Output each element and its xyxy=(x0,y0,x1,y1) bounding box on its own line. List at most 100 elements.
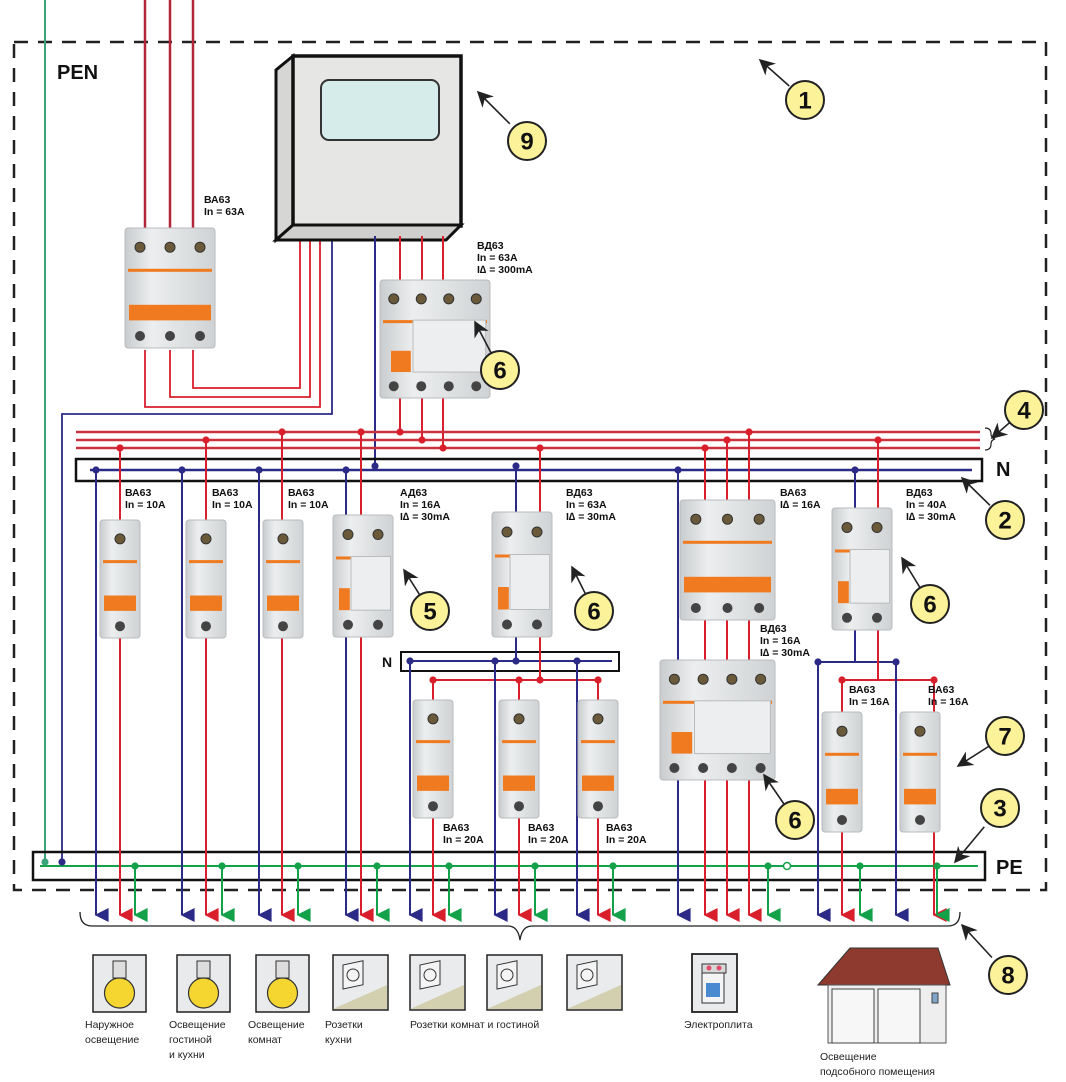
input-breaker-model: ВА63 xyxy=(204,194,230,206)
terminal-screw xyxy=(841,522,853,534)
terminal-screw xyxy=(698,763,709,773)
terminal-screw xyxy=(871,522,883,534)
s3-model: ВА63 xyxy=(606,822,632,834)
terminal-screw xyxy=(135,331,145,341)
junction-dot xyxy=(701,444,709,452)
rcd-sockets-leakage: I∆ = 30mA xyxy=(566,511,616,523)
load-5: Розетки комнат и гостиной xyxy=(409,954,539,1031)
junction-dots xyxy=(41,428,941,871)
terminal-screw xyxy=(513,713,525,725)
terminal-screw xyxy=(343,619,353,630)
terminal-screw xyxy=(114,533,126,545)
terminal-screw xyxy=(754,603,765,613)
stove-rcd-rating: In = 16A xyxy=(760,635,801,647)
toggle-handle xyxy=(190,595,222,611)
rcd-panel xyxy=(694,700,771,755)
junction-dot xyxy=(536,676,544,684)
junction-dot xyxy=(131,862,139,870)
toggle-handle xyxy=(417,775,449,791)
socket-icon xyxy=(486,954,543,1011)
callout-number: 6 xyxy=(587,599,600,626)
b2-model: ВА63 xyxy=(212,487,238,499)
junction-dot xyxy=(512,657,520,665)
toggle-handle xyxy=(267,595,299,611)
main-rcd-model: ВД63 xyxy=(477,240,504,252)
s1-model: ВА63 xyxy=(443,822,469,834)
rcd-shed-leakage: I∆ = 30mA xyxy=(906,511,956,523)
b2-rating: In = 10A xyxy=(212,499,253,511)
stove-rcd-leakage: I∆ = 30mA xyxy=(760,647,810,659)
callout-number: 3 xyxy=(993,796,1006,823)
callout-8: 8 xyxy=(960,923,1028,995)
floor xyxy=(410,985,464,1009)
input-breaker-ba63-63a xyxy=(124,227,216,349)
terminal-screw xyxy=(690,513,702,525)
terminal-screw xyxy=(722,513,733,525)
load-label: Освещение xyxy=(248,1019,305,1031)
terminal-screw xyxy=(115,621,125,632)
callout-number: 2 xyxy=(998,508,1011,535)
callout-arrow xyxy=(960,476,991,506)
terminal-screw xyxy=(443,293,455,305)
terminal-screw xyxy=(842,612,852,623)
callout-circle xyxy=(988,955,1028,995)
rcd-shed-vd63 xyxy=(831,507,893,631)
callout-arrow xyxy=(901,556,921,589)
device-labels: ВА63 In = 63A ВД63 In = 63A I∆ = 300mA В… xyxy=(125,194,969,846)
label-strip xyxy=(416,740,450,744)
callout-number: 6 xyxy=(788,808,801,835)
light-bulb-icon xyxy=(255,954,310,1013)
bulb-base xyxy=(196,960,211,979)
terminal-screw xyxy=(502,619,512,630)
load-9: Освещение подсобного помещения xyxy=(816,947,951,1078)
callout-6: 6 xyxy=(474,320,520,390)
terminal-screw xyxy=(531,526,543,538)
terminal-screw xyxy=(837,815,847,825)
terminal-screw xyxy=(690,603,701,613)
terminal-screw xyxy=(592,713,604,725)
callout-circle xyxy=(910,584,950,624)
junction-dot xyxy=(396,428,404,436)
junction-dot xyxy=(445,862,453,870)
junction-dot xyxy=(116,444,124,452)
electricity-meter xyxy=(272,52,465,244)
junction-dot xyxy=(856,862,864,870)
junction-dot xyxy=(745,428,753,436)
junction-dot xyxy=(764,862,772,870)
stove-breaker-model: ВА63 xyxy=(780,487,806,499)
callout-circle xyxy=(775,800,815,840)
s3-rating: In = 20A xyxy=(606,834,647,846)
label-strip xyxy=(266,560,300,564)
terminal-screw xyxy=(872,612,882,623)
terminal-screw xyxy=(416,381,427,392)
load-label: подсобного помещения xyxy=(820,1066,935,1078)
oven-window xyxy=(706,983,720,997)
terminal-screw xyxy=(726,673,738,685)
callout-number: 5 xyxy=(423,599,436,626)
terminal-screw xyxy=(668,673,680,685)
terminal-screw xyxy=(914,725,926,737)
junction-dot xyxy=(512,462,520,470)
callout-number: 9 xyxy=(520,129,533,156)
toggle-handle xyxy=(104,595,136,611)
s2-rating: In = 20A xyxy=(528,834,569,846)
callout-arrow xyxy=(571,565,588,596)
callout-circle xyxy=(985,500,1025,540)
toggle-handle xyxy=(582,775,614,791)
load-label: Освещение xyxy=(820,1051,877,1063)
breaker-ba63-10a-3 xyxy=(262,519,304,639)
b1-model: ВА63 xyxy=(125,487,151,499)
bulb-base xyxy=(112,960,127,979)
callout-6: 6 xyxy=(901,556,950,624)
rcd-panel xyxy=(350,555,392,611)
terminal-screw xyxy=(470,293,482,305)
label-strip xyxy=(903,752,937,756)
pe-terminal-open xyxy=(782,861,792,871)
terminal-screw xyxy=(415,293,427,305)
callout-number: 1 xyxy=(798,88,811,115)
junction-dot xyxy=(373,862,381,870)
electric-stove-icon xyxy=(691,953,738,1013)
terminal-screw xyxy=(200,533,212,545)
socket-icon xyxy=(409,954,466,1011)
